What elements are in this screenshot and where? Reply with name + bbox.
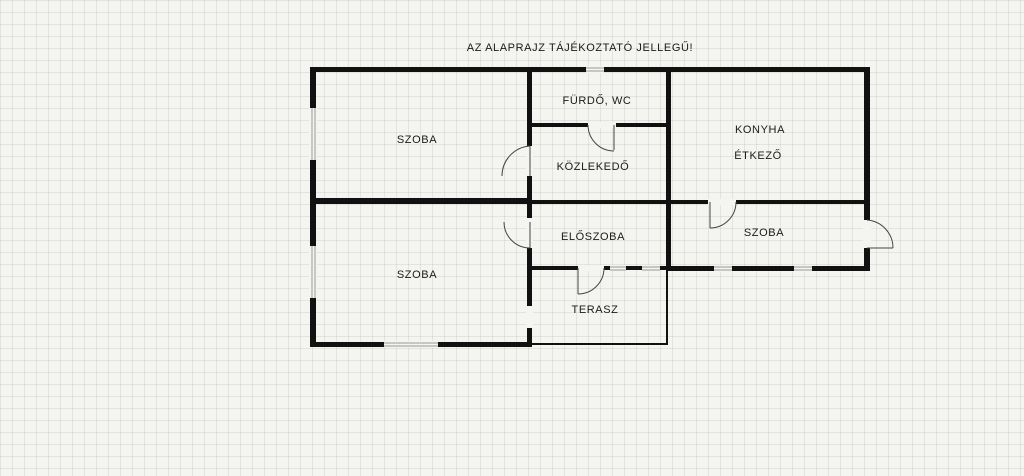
- door-gap-outside: [863, 220, 871, 248]
- wall-middle-left: [310, 198, 532, 204]
- room-label-terasz: TERASZ: [571, 304, 619, 316]
- window-bottom-right-1: [714, 265, 732, 272]
- window-top: [586, 66, 604, 73]
- wall-right: [864, 67, 870, 271]
- wall-left: [310, 67, 316, 347]
- room-label-furdo-wc: FÜRDŐ, WC: [562, 95, 632, 107]
- wall-middle-center: [527, 200, 671, 204]
- door-gap-kitchen: [708, 199, 736, 205]
- door-swing-szoba-1: [501, 145, 531, 177]
- wall-vertical-center: [666, 67, 671, 271]
- room-label-szoba-top-left: SZOBA: [396, 134, 438, 146]
- door-gap-bath: [588, 122, 616, 128]
- window-left-top: [309, 108, 317, 160]
- door-swing-kitchen: [709, 201, 737, 229]
- disclaimer-note: AZ ALAPRAJZ TÁJÉKOZTATÓ JELLEGŰ!: [466, 42, 694, 54]
- window-bottom-right-2: [794, 265, 812, 272]
- door-swings: [501, 124, 894, 295]
- opening-terasz-left: [526, 306, 533, 328]
- room-label-konyha: KONYHA: [734, 124, 786, 136]
- room-label-szoba-bottom-left: SZOBA: [396, 269, 438, 281]
- wall-terasz-right: [666, 268, 668, 345]
- wall-bottom-right: [666, 266, 870, 271]
- room-label-kozlekedo: KÖZLEKEDŐ: [556, 161, 630, 173]
- window-hall-2: [642, 265, 660, 271]
- door-swing-outside: [866, 219, 894, 249]
- window-bottom-left: [384, 341, 438, 348]
- wall-vertical-left: [527, 67, 532, 347]
- room-label-etkezo: ÉTKEZŐ: [734, 150, 782, 162]
- room-label-eloszoba: ELŐSZOBA: [560, 231, 626, 243]
- door-swing-terasz: [577, 267, 605, 295]
- wall-middle-right: [666, 200, 870, 204]
- window-hall-1: [610, 265, 626, 271]
- window-left-bottom: [309, 246, 317, 298]
- door-gap-terasz: [578, 265, 604, 271]
- room-label-szoba-right: SZOBA: [743, 227, 785, 239]
- door-swing-bath: [587, 124, 615, 152]
- wall-terasz-bottom: [529, 343, 668, 345]
- door-swing-szoba-2: [503, 221, 531, 249]
- window-frames: [311, 67, 812, 347]
